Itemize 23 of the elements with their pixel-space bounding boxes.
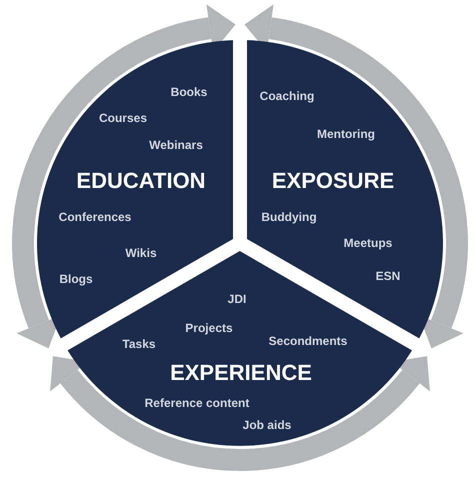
sector-item: Job aids	[242, 418, 292, 432]
sector-item: Coaching	[260, 89, 314, 103]
sector-item: Wikis	[125, 246, 157, 260]
sector-item: Courses	[98, 111, 148, 125]
sector-item: ESN	[376, 269, 400, 283]
sector-item: Secondments	[268, 334, 348, 348]
sector-item: Blogs	[59, 272, 93, 286]
sector-item: Books	[170, 85, 208, 99]
curved-double-arrow	[244, 4, 468, 349]
sector-item: JDI	[228, 292, 246, 306]
sector-heading: EXPERIENCE	[170, 360, 312, 386]
sector-heading: EXPOSURE	[272, 168, 394, 194]
sector-item: Webinars	[149, 138, 203, 152]
sector-item: Tasks	[122, 336, 156, 351]
sector-item: Buddying	[261, 210, 317, 224]
sector-item: Conferences	[58, 210, 132, 224]
curved-double-arrow	[12, 4, 236, 349]
curved-double-arrow	[51, 357, 429, 471]
sector-item: Reference content	[144, 396, 250, 410]
sector-item: Mentoring	[317, 127, 375, 141]
sector-item: Meetups	[344, 236, 392, 250]
sector-item: Projects	[185, 320, 233, 335]
sector-heading: EDUCATION	[76, 168, 206, 194]
